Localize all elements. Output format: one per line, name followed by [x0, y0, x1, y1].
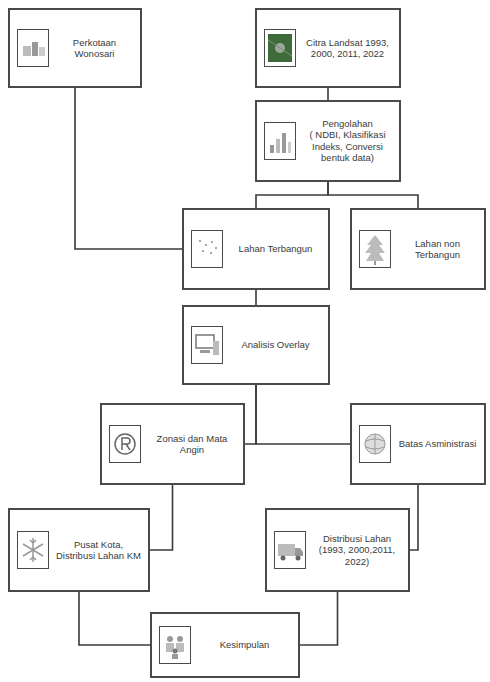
- connector-line: [327, 88, 329, 100]
- icon-picture: [360, 231, 390, 267]
- box-icon: [359, 425, 391, 463]
- box-icon: [109, 425, 141, 463]
- connector-line: [256, 385, 350, 444]
- icon-picture: [192, 327, 222, 363]
- box-label: Citra Landsat 1993, 2000, 2011, 2022: [301, 37, 394, 60]
- text-area: Zonasi dan Mata Angin: [146, 433, 238, 456]
- connector-line: [245, 385, 256, 444]
- icon-picture: [275, 532, 305, 568]
- connector-line: [256, 182, 328, 208]
- text-area: Citra Landsat 1993, 2000, 2011, 2022: [301, 37, 394, 60]
- box-icon: [191, 326, 223, 364]
- process-box: Zonasi dan Mata Angin: [100, 403, 245, 485]
- process-box: Analisis Overlay: [182, 305, 330, 385]
- process-box: Perkotaan Wonosari: [8, 8, 142, 88]
- box-label: Pusat Kota, Distribusi Lahan KM: [54, 539, 143, 562]
- text-area: Distribusi Lahan (1993, 2000,2011, 2022): [311, 533, 403, 567]
- connector-line: [300, 592, 338, 645]
- box-label: ( NDBI, Klasifikasi Indeks, Conversi ben…: [301, 130, 394, 164]
- text-area: Kesimpulan: [196, 639, 293, 650]
- icon-picture: [18, 532, 48, 568]
- box-label: Pengolahan: [301, 118, 394, 129]
- connector-line: [410, 485, 418, 550]
- box-icon: [274, 531, 306, 569]
- text-area: Lahan Terbangun: [228, 243, 323, 254]
- process-box: Batas Asministrasi: [350, 403, 486, 485]
- process-box: Lahan non Terbangun: [350, 208, 486, 290]
- text-area: Lahan non Terbangun: [396, 238, 479, 261]
- icon-picture: [110, 426, 140, 462]
- box-label: Analisis Overlay: [228, 339, 323, 350]
- icon-picture: [192, 231, 222, 267]
- text-area: Pusat Kota, Distribusi Lahan KM: [54, 539, 143, 562]
- process-box: Citra Landsat 1993, 2000, 2011, 2022: [255, 8, 401, 88]
- box-icon: [359, 230, 391, 268]
- box-label: Kesimpulan: [196, 639, 293, 650]
- box-icon: [191, 230, 223, 268]
- connector-line: [255, 290, 257, 305]
- box-label: Lahan Terbangun: [228, 243, 323, 254]
- icon-picture: [160, 627, 190, 663]
- text-area: Batas Asministrasi: [396, 438, 479, 449]
- connector-line: [79, 592, 150, 645]
- box-icon: [264, 29, 296, 67]
- box-icon: [264, 122, 296, 160]
- connector-line: [150, 485, 173, 550]
- process-box: Distribusi Lahan (1993, 2000,2011, 2022): [265, 508, 410, 592]
- box-label: Batas Asministrasi: [396, 438, 479, 449]
- box-label: Zonasi dan Mata Angin: [146, 433, 238, 456]
- icon-picture: [18, 30, 48, 66]
- process-box: Lahan Terbangun: [182, 208, 330, 290]
- box-label: Perkotaan Wonosari: [54, 37, 135, 60]
- process-box: Kesimpulan: [150, 612, 300, 678]
- box-label: Distribusi Lahan (1993, 2000,2011, 2022): [311, 533, 403, 567]
- text-area: Perkotaan Wonosari: [54, 37, 135, 60]
- connector-line: [328, 182, 418, 208]
- icon-picture: [265, 123, 295, 159]
- text-area: Pengolahan( NDBI, Klasifikasi Indeks, Co…: [301, 118, 394, 164]
- process-box: Pusat Kota, Distribusi Lahan KM: [8, 508, 150, 592]
- icon-picture: [360, 426, 390, 462]
- text-area: Analisis Overlay: [228, 339, 323, 350]
- icon-picture: [265, 30, 295, 66]
- box-icon: [17, 531, 49, 569]
- box-icon: [17, 29, 49, 67]
- box-icon: [159, 626, 191, 664]
- process-box: Pengolahan( NDBI, Klasifikasi Indeks, Co…: [255, 100, 401, 182]
- box-label: Lahan non Terbangun: [396, 238, 479, 261]
- connector-line: [75, 88, 182, 249]
